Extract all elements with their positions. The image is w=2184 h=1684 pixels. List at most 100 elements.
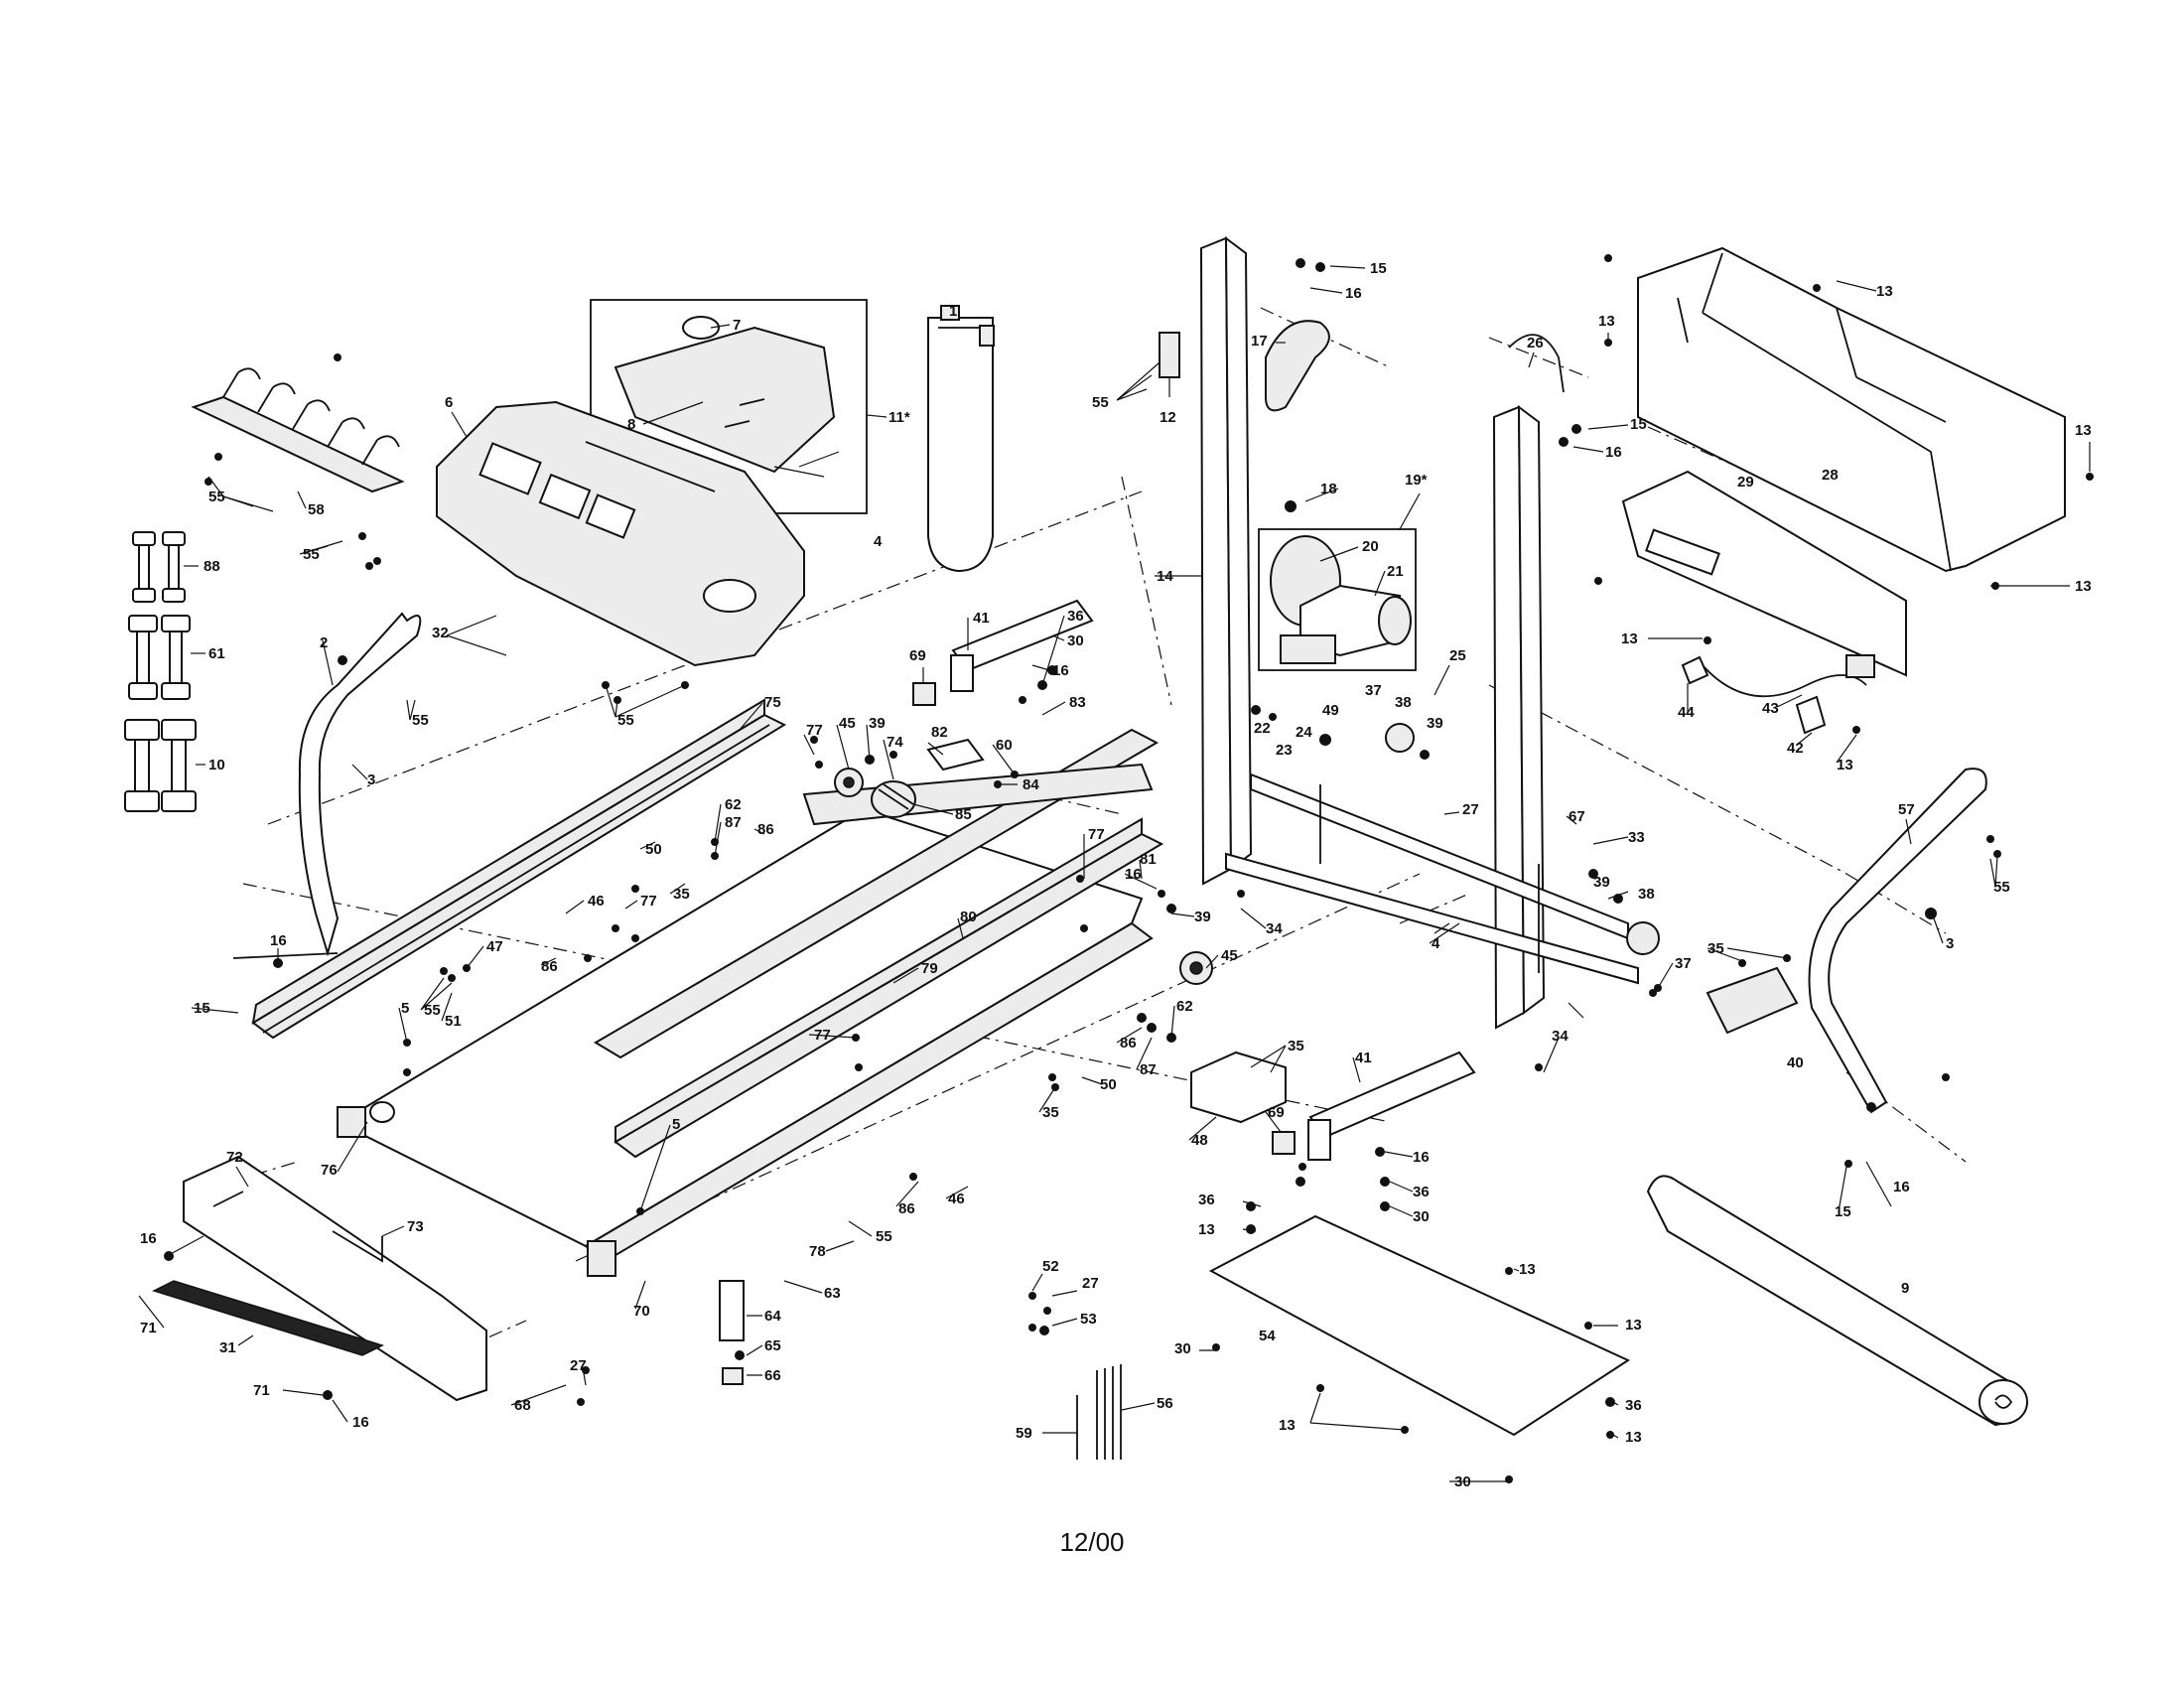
callout-33: 33: [1628, 829, 1645, 846]
part-10-dumbbell-pair: [124, 719, 197, 812]
callout-4: 4: [874, 533, 883, 550]
callout-63: 63: [824, 1285, 841, 1302]
callout-13: 13: [2075, 422, 2092, 439]
callout-7: 7: [733, 317, 741, 334]
callout-16: 16: [1052, 662, 1069, 679]
part-17-drive-belt: [1265, 320, 1330, 412]
part-28-motor-hood: [1637, 246, 2066, 573]
callout-34: 34: [1552, 1028, 1569, 1045]
part-40-incline-bracket: [1706, 966, 1799, 1035]
callout-75: 75: [764, 694, 781, 711]
callout-88: 88: [204, 558, 220, 575]
part-58-weight-rack: [191, 367, 405, 493]
callout-3: 3: [1946, 935, 1954, 952]
callout-leader-lines: [138, 265, 2091, 1482]
callout-15: 15: [1630, 416, 1647, 433]
callout-71: 71: [140, 1320, 157, 1336]
callout-37: 37: [1675, 955, 1692, 972]
part-72-front-hood: [183, 1155, 487, 1402]
callout-25: 25: [1449, 647, 1466, 664]
part-56-cable-ties: [1096, 1364, 1122, 1460]
callout-86: 86: [898, 1200, 915, 1217]
callout-16: 16: [1893, 1179, 1910, 1195]
callout-10: 10: [208, 757, 225, 773]
callout-64: 64: [764, 1308, 781, 1325]
callout-67: 67: [1569, 808, 1585, 825]
part-14-upright-frame: [1199, 235, 1639, 1030]
callout-13: 13: [2075, 578, 2092, 595]
callout-55: 55: [1092, 394, 1109, 411]
callout-55: 55: [617, 712, 634, 729]
part-75-left-side-rail: [251, 698, 787, 1040]
part-83-right-side-rail: [614, 763, 1164, 1159]
callout-9: 9: [1901, 1280, 1909, 1297]
callout-35: 35: [673, 886, 690, 903]
callout-16: 16: [1605, 444, 1622, 461]
callout-13: 13: [1279, 1417, 1296, 1434]
callout-26: 26: [1527, 335, 1544, 351]
callout-87: 87: [1140, 1061, 1157, 1078]
part-45-pulley-right: [1179, 951, 1213, 985]
callout-56: 56: [1157, 1395, 1173, 1412]
callout-31: 31: [219, 1339, 236, 1356]
callout-8: 8: [627, 416, 635, 433]
callout-81: 81: [1140, 851, 1157, 868]
part-1-belt-sleeve: [927, 305, 995, 573]
callout-55: 55: [208, 489, 225, 505]
callout-16: 16: [352, 1414, 369, 1431]
part-66-leg-foot: [722, 1367, 744, 1385]
part-64-leg-tube: [719, 1280, 745, 1341]
callout-35: 35: [1042, 1104, 1059, 1121]
callout-86: 86: [541, 958, 558, 975]
callout-1: 1: [949, 303, 957, 320]
callout-45: 45: [1221, 947, 1238, 964]
hardware-fasteners: [164, 254, 2094, 1483]
callout-13: 13: [1198, 1221, 1215, 1238]
callout-13: 13: [1519, 1261, 1536, 1278]
footer-date-code: 12/00: [1059, 1527, 1125, 1557]
callout-70: 70: [633, 1303, 650, 1320]
callout-82: 82: [931, 724, 948, 741]
callout-49: 49: [1322, 702, 1339, 719]
part-70-frame: [584, 921, 1154, 1277]
callout-35: 35: [1288, 1038, 1304, 1054]
part-11-console-assembly: [590, 299, 868, 514]
callout-30: 30: [1413, 1208, 1430, 1225]
callout-2: 2: [320, 634, 328, 651]
callout-24: 24: [1296, 724, 1312, 741]
callout-22: 22: [1254, 720, 1271, 737]
part-38-wheels: [1385, 723, 1660, 955]
part-31-step-strip: [151, 1280, 385, 1356]
callout-16: 16: [1345, 285, 1362, 302]
callout-55: 55: [876, 1228, 892, 1245]
callout-54: 54: [1259, 1328, 1276, 1344]
callout-71: 71: [253, 1382, 270, 1399]
callout-73: 73: [407, 1218, 424, 1235]
part-61-dumbbell-pair: [128, 615, 191, 700]
callout-18: 18: [1320, 481, 1337, 497]
callout-62: 62: [725, 796, 742, 813]
callout-20: 20: [1362, 538, 1379, 555]
callout-39: 39: [869, 715, 886, 732]
callout-36: 36: [1413, 1184, 1430, 1200]
callout-79: 79: [921, 960, 938, 977]
callout-86: 86: [1120, 1035, 1137, 1052]
callout-83: 83: [1069, 694, 1086, 711]
callout-23: 23: [1276, 742, 1293, 759]
callout-41: 41: [973, 610, 990, 627]
part-19-motor-assembly: [1258, 528, 1417, 671]
part-69-end-caps: [912, 682, 1296, 1155]
callout-52: 52: [1042, 1258, 1059, 1275]
callout-60: 60: [996, 737, 1013, 754]
callout-55: 55: [412, 712, 429, 729]
callout-39: 39: [1593, 874, 1610, 891]
callout-72: 72: [226, 1149, 243, 1166]
callout-38: 38: [1638, 886, 1655, 903]
part-2-left-handrail: [232, 612, 422, 959]
callout-13: 13: [1598, 313, 1615, 330]
dumbbells: [124, 531, 197, 812]
part-45-pulley-left: [834, 768, 864, 797]
part-48-motor-controller: [1190, 1051, 1287, 1124]
callout-13: 13: [1837, 757, 1853, 773]
